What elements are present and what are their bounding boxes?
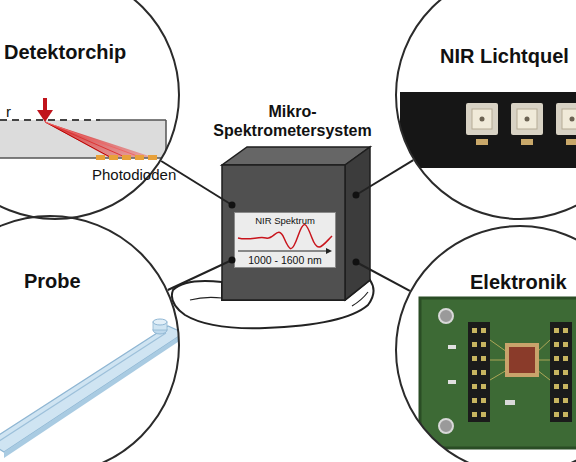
probe-drawing bbox=[0, 319, 184, 458]
connector-line bbox=[353, 160, 414, 198]
node-text: NIR Spektrum bbox=[235, 215, 335, 226]
node-text: Mikro- Spektrometersystem bbox=[205, 102, 380, 140]
component-title: Probe bbox=[24, 269, 81, 293]
system-box: Mikro- SpektrometersystemNIR Spektrum 100… bbox=[205, 100, 380, 335]
connector-line bbox=[353, 259, 410, 291]
component-title: Detektorchip bbox=[4, 40, 126, 64]
component-title: Elektronik bbox=[470, 270, 567, 294]
connector-dot bbox=[353, 192, 360, 199]
connector-dot bbox=[229, 257, 236, 264]
component-circle: Elektronik bbox=[395, 225, 576, 462]
connector-line bbox=[168, 257, 236, 290]
detector-chip-drawing bbox=[0, 98, 166, 160]
display-screen: NIR Spektrum 1000 - 1600 nm bbox=[234, 212, 336, 268]
connector-stroke bbox=[356, 160, 413, 195]
component-title: NIR Lichtquel bbox=[440, 44, 569, 68]
connector-stroke bbox=[356, 262, 410, 291]
connector-dot bbox=[353, 259, 360, 266]
pcb-photo bbox=[420, 298, 576, 448]
connector-stroke bbox=[161, 161, 232, 205]
component-circle: Probe bbox=[0, 215, 180, 462]
connector-stroke bbox=[168, 260, 232, 290]
node-text: 1000 - 1600 nm bbox=[235, 254, 335, 267]
connector-line bbox=[161, 161, 235, 209]
part-label: Photodioden bbox=[92, 166, 176, 184]
led-strip-photo bbox=[400, 92, 576, 168]
component-circle: NIR Lichtquel bbox=[395, 0, 576, 220]
connector-dot bbox=[229, 202, 236, 209]
component-circle: Detektorchip bbox=[0, 0, 180, 220]
spectrometer-box bbox=[222, 147, 370, 300]
part-label: r bbox=[6, 103, 11, 121]
